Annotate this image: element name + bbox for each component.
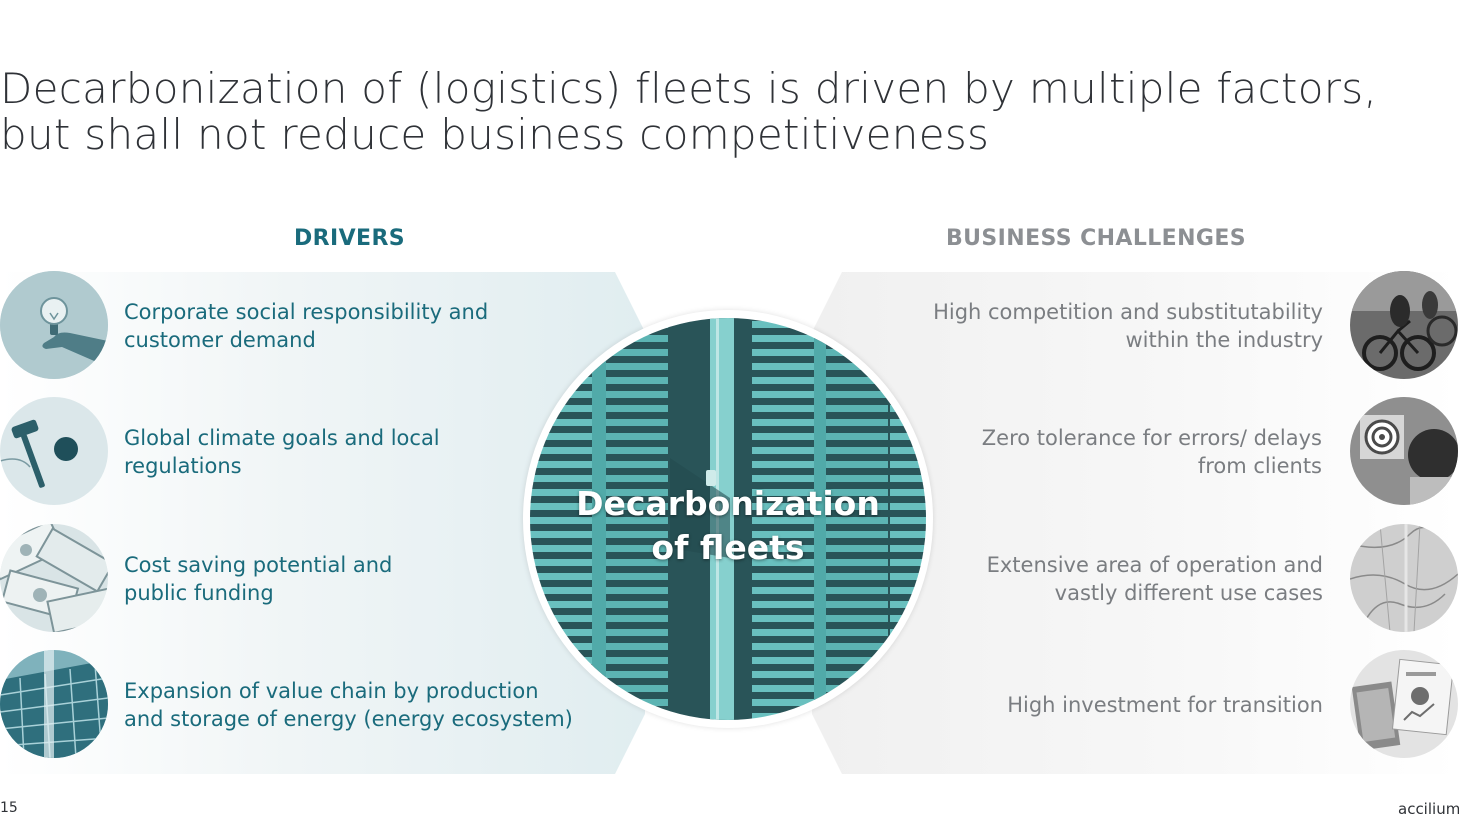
- challenges-heading: BUSINESS CHALLENGES: [946, 226, 1247, 251]
- challenge-item-2-line-2: from clients: [1197, 454, 1322, 478]
- solar-panels-icon: [0, 650, 108, 758]
- driver-item-3-line-1: Cost saving potential and: [124, 553, 393, 577]
- gavel-icon: [0, 397, 108, 505]
- challenge-item-3-line-1: Extensive area of operation and: [986, 553, 1323, 577]
- slide-title-line-2: but shall not reduce business competitiv…: [0, 110, 990, 159]
- center-hub-label-line-1: Decarbonization: [576, 484, 880, 523]
- driver-item-3: Cost saving potential and public funding: [124, 551, 392, 607]
- slide-title: Decarbonization of (logistics) fleets is…: [0, 66, 1459, 158]
- driver-item-2: Global climate goals and local regulatio…: [124, 424, 440, 480]
- lightbulb-hand-icon: [0, 271, 108, 379]
- driver-item-4: Expansion of value chain by production a…: [124, 677, 573, 733]
- parked-trucks-aerial-icon: [530, 318, 926, 720]
- slide-title-line-1: Decarbonization of (logistics) fleets is…: [0, 64, 1378, 113]
- challenge-item-2: Zero tolerance for errors/ delays from c…: [982, 424, 1322, 480]
- challenge-item-3-line-2: vastly different use cases: [1054, 581, 1323, 605]
- dollar-bills-icon: [0, 524, 108, 632]
- challenge-item-4-line-1: High investment for transition: [1007, 693, 1323, 717]
- map-icon: [1350, 524, 1458, 632]
- page-number: 15: [0, 800, 18, 816]
- archery-target-icon: [1350, 397, 1458, 505]
- challenge-item-3: Extensive area of operation and vastly d…: [987, 551, 1323, 607]
- driver-item-4-line-1: Expansion of value chain by production: [124, 679, 539, 703]
- driver-item-1-line-1: Corporate social responsibility and: [124, 300, 489, 324]
- driver-item-3-line-2: public funding: [124, 581, 274, 605]
- center-hub-label: Decarbonization of fleets: [530, 482, 926, 570]
- cycling-race-icon: [1350, 271, 1458, 379]
- challenge-item-1-line-2: within the industry: [1125, 328, 1323, 352]
- driver-item-1-line-2: customer demand: [124, 328, 316, 352]
- challenge-item-2-line-1: Zero tolerance for errors/ delays: [981, 426, 1322, 450]
- brand-wordmark: accilium: [1398, 800, 1459, 818]
- financial-documents-icon: [1350, 650, 1458, 758]
- driver-item-2-line-2: regulations: [124, 454, 242, 478]
- challenge-item-4: High investment for transition: [1007, 691, 1323, 719]
- center-hub-label-line-2: of fleets: [651, 528, 805, 567]
- driver-item-2-line-1: Global climate goals and local: [124, 426, 440, 450]
- driver-item-1: Corporate social responsibility and cust…: [124, 298, 488, 354]
- challenge-item-1-line-1: High competition and substitutability: [933, 300, 1323, 324]
- drivers-heading: DRIVERS: [294, 226, 406, 251]
- driver-item-4-line-2: and storage of energy (energy ecosystem): [124, 707, 573, 731]
- challenge-item-1: High competition and substitutability wi…: [933, 298, 1323, 354]
